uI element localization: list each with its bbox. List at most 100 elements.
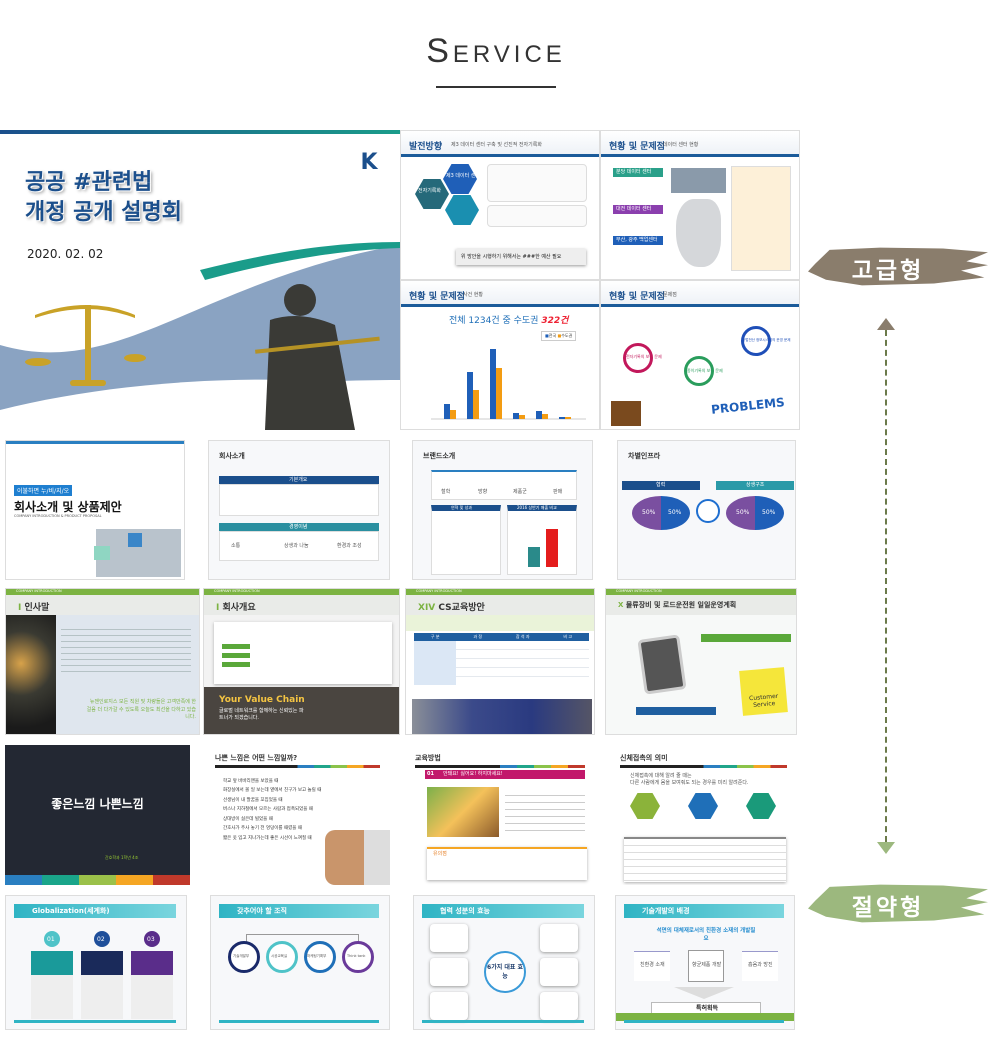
decoration: [144, 931, 160, 947]
decoration: [613, 168, 663, 177]
slide-company-intro[interactable]: 회사소개 기본개요 경영이념 소통 상생과 나눔 환경과 조성: [208, 440, 390, 580]
slide-text: 전자기록의 보전 문제: [626, 354, 662, 359]
decoration: [542, 414, 548, 419]
decoration: [219, 523, 379, 531]
slide-text: 종이기록의 보전 문제: [687, 368, 723, 373]
decoration: [61, 624, 191, 674]
slide-text: 글로벌 네트워크를 함께하는 신뢰있는 파트너가 되겠습니다.: [219, 708, 304, 721]
slide-tag: 01: [427, 771, 434, 777]
decoration: [406, 615, 594, 631]
decoration: 인사말: [24, 603, 50, 613]
decoration: [611, 401, 641, 426]
decoration: [427, 787, 499, 837]
decoration: [620, 765, 787, 768]
slide-title: 발전방향: [409, 142, 443, 152]
slide-logistics-plan[interactable]: COMPANY INTRODUCTION X 물류장비 및 로드운전원 일일운영…: [605, 588, 797, 735]
decoration: [128, 533, 142, 547]
decoration: [415, 765, 585, 768]
decoration: [304, 941, 336, 973]
decoration: 물류장비 및 로드운전원 일일운영계획: [625, 601, 737, 609]
decoration: [688, 950, 724, 982]
slide-globalization[interactable]: Globalization(세계화) 01 02 03: [5, 895, 187, 1030]
slide-text: 기본개요: [289, 477, 308, 483]
slide-efficacy[interactable]: 협력 성분의 효능 6가지 대표 효능: [413, 895, 595, 1030]
decoration: [688, 793, 718, 819]
slide-text: 다른 사람에게 몸을 보여줘도 되는 경우를 미리 알려준다.: [630, 780, 749, 786]
decoration: [215, 765, 380, 768]
decoration: [671, 168, 726, 193]
slide-subtitle: 사건 현황: [463, 292, 483, 298]
decoration: [536, 411, 542, 419]
slide-title: I 인사말: [18, 600, 49, 613]
decoration: [94, 931, 110, 947]
decoration: [219, 1020, 379, 1023]
slide-title: 현황 및 문제점: [409, 292, 465, 302]
decoration: COMPANY INTRODUCTION: [606, 589, 796, 595]
decoration: ■: [545, 333, 549, 338]
slide-text: 01: [47, 936, 55, 943]
slide-text: 유의점: [433, 851, 447, 857]
slide-tech-background[interactable]: 기술개발의 배경 석면의 대체재로서의 친환경 소재의 개발필요 친환경 소재 …: [615, 895, 795, 1030]
decoration: [431, 470, 577, 500]
slide-education-method[interactable]: 교육방법 01 안돼요! 싫어요! 하지마세요! 유의점: [405, 745, 595, 885]
decoration: [630, 793, 660, 819]
slide-text: 50%: [736, 509, 750, 516]
slide-text: 철학: [441, 489, 451, 495]
decoration: [731, 166, 791, 271]
slide-band: COMPANY INTRODUCTION: [214, 589, 260, 593]
decoration: [94, 546, 110, 560]
decoration: [528, 547, 540, 567]
table-header: 구 분: [430, 634, 440, 639]
decoration: I: [216, 603, 220, 613]
slide-text: 특허획득: [696, 1005, 719, 1012]
decoration: [6, 615, 56, 734]
slide-title: 기술개발의 배경: [642, 907, 690, 915]
slide-text: 친환경 소재: [640, 962, 665, 968]
slide-brand-intro[interactable]: 브랜드소개 철학 방향 제품군 판매 연혁 및 성과 2016 상반기 매출 비…: [412, 440, 593, 580]
decoration: [25, 358, 51, 366]
tier-range-line: [885, 330, 887, 842]
decoration: [35, 305, 135, 318]
slide-company-proposal[interactable]: 이불하면 누/비/지/오 회사소개 및 상품제안 COMPANY INTRODU…: [5, 440, 185, 580]
decoration: [622, 481, 700, 490]
slide-greeting[interactable]: COMPANY INTRODUCTION I 인사말 뉴젠인로지스 모든 직원 …: [5, 588, 200, 735]
slide-text: 마케팅기획부: [307, 954, 327, 958]
slide-differentiation[interactable]: 차별인프라 협력 상생구조 50% 50% 50% 50%: [617, 440, 796, 580]
hero-slide[interactable]: K 공공 #관련법 개정 공개 설명회 2020. 02. 02: [0, 130, 400, 430]
slide-required-organization[interactable]: 갖추어야 할 조직 기술개발부 시공교육실 마케팅기획부 Think tank: [210, 895, 390, 1030]
decoration: [540, 924, 578, 952]
decoration: XIV: [418, 603, 436, 613]
slide-good-bad-touch[interactable]: 좋은느낌 나쁜느낌 간호학과 1학년 4조: [5, 745, 190, 885]
slide-text: 기술개발부: [233, 954, 250, 958]
decoration: I 인사말: [6, 595, 199, 615]
slide-text: 대전 데이터 센터: [616, 206, 652, 212]
decoration: [266, 941, 298, 973]
decoration: [613, 205, 663, 214]
decoration: [430, 992, 468, 1020]
decoration: [696, 499, 720, 523]
decoration: [25, 305, 146, 386]
slide-company-overview[interactable]: COMPANY INTRODUCTION I 회사개요 Your Value C…: [203, 588, 400, 735]
slide-text: 부산, 광주 백업센터: [616, 237, 658, 243]
slide-title: 차별인프라: [628, 452, 661, 460]
slide-text: 환경과 조성: [337, 543, 362, 549]
decoration: [70, 380, 106, 386]
decoration: [444, 404, 450, 419]
decoration: [613, 236, 663, 245]
decoration: [430, 924, 468, 952]
premium-tier-label: 고급형: [808, 247, 988, 286]
decoration: [487, 164, 587, 202]
slide-touch-meaning[interactable]: 신체접촉의 의미 신체접촉에 대해 알려 줄 때는 다른 사람에게 몸을 보여줘…: [610, 745, 797, 885]
decoration: [342, 941, 374, 973]
slide-text: 소통: [231, 543, 241, 549]
decoration: [716, 481, 794, 490]
decoration: [219, 476, 379, 484]
